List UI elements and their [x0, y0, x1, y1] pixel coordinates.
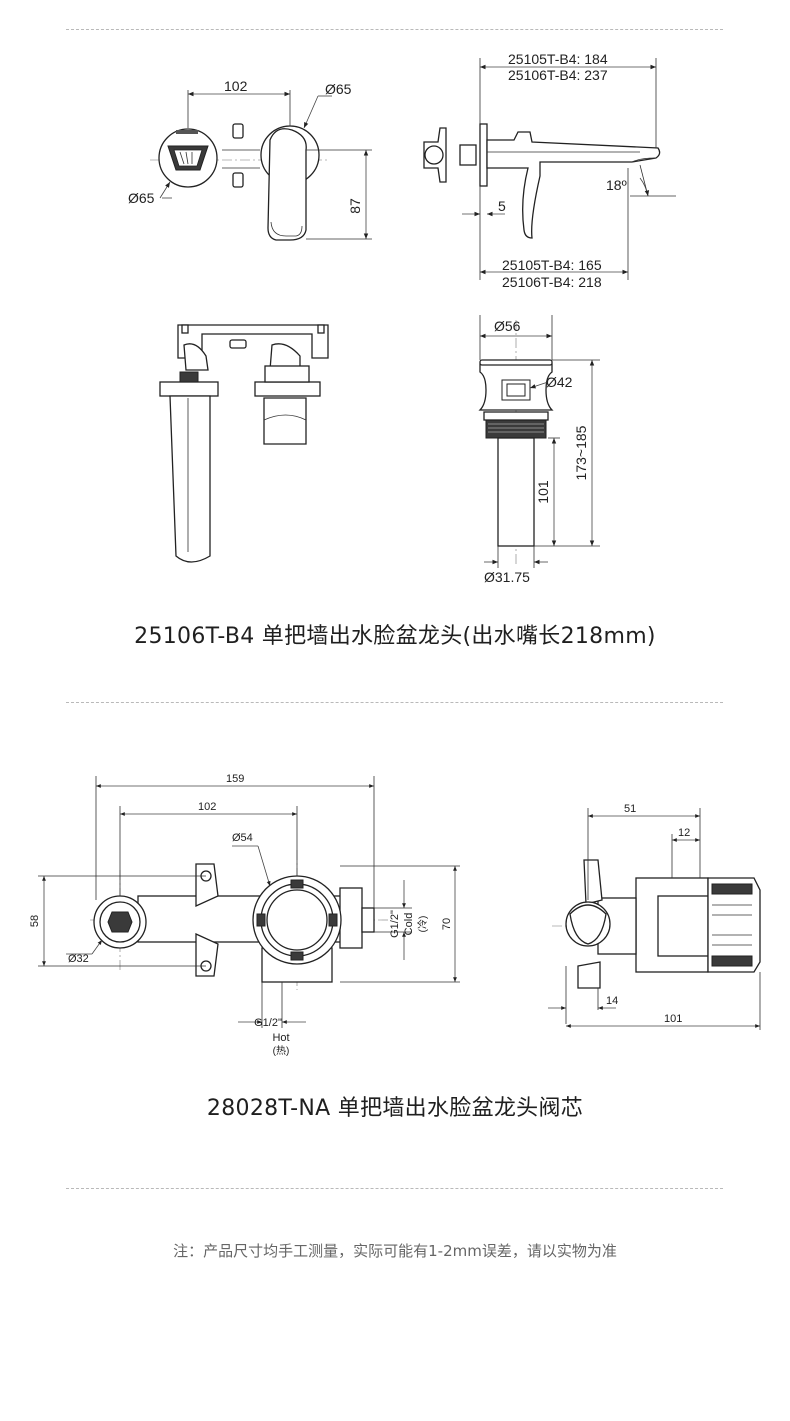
disclaimer-note: 注：产品尺寸均手工测量，实际可能有1-2mm误差，请以实物为准 [173, 1242, 617, 1260]
faucet-technical-drawing: 102 Ø65 Ø65 87 25105T-B4: 184 25106T-B4:… [128, 51, 676, 585]
dim-14-label: 14 [606, 995, 618, 1007]
dim-159-label: 159 [226, 773, 244, 785]
side-top-dim-1: 25105T-B4: 184 [508, 51, 608, 67]
dim-102-valve-label: 102 [198, 801, 216, 813]
valve-side-view: 51 12 14 101 [548, 803, 761, 1030]
dim-102-label: 102 [224, 78, 248, 94]
divider-top [66, 29, 723, 30]
angle-18-label: 18º [606, 177, 627, 193]
side-bot-dim-1: 25105T-B4: 165 [502, 257, 602, 273]
drain-view: Ø56 Ø42 173~185 101 Ø31.75 [478, 315, 600, 585]
cold-en-label: Cold [403, 913, 415, 936]
side-top-dim-2: 25106T-B4: 237 [508, 67, 608, 83]
dim-65-top-label: Ø65 [325, 81, 352, 97]
dim-65-left-label: Ø65 [128, 190, 155, 206]
divider-bottom [66, 1188, 723, 1189]
dim-51-label: 51 [624, 803, 636, 815]
front-view: 102 Ø65 Ø65 87 [128, 78, 372, 241]
cold-cn-label: (冷) [416, 916, 429, 933]
divider-middle [66, 702, 723, 703]
dim-101-label: 101 [535, 480, 551, 504]
dim-31-75-label: Ø31.75 [484, 569, 530, 585]
dim-101-valve-label: 101 [664, 1013, 682, 1025]
side-view: 25105T-B4: 184 25106T-B4: 237 25105T-B4:… [423, 51, 676, 290]
dim-56-label: Ø56 [494, 318, 521, 334]
caption-section-2: 28028T-NA 单把墙出水脸盆龙头阀芯 [206, 1096, 584, 1121]
dim-5-label: 5 [498, 198, 506, 214]
dim-173-185-label: 173~185 [573, 425, 589, 480]
g-hot-label: G1/2" [254, 1017, 282, 1029]
caption-section-1: 25106T-B4 单把墙出水脸盆龙头(出水嘴长218mm) [134, 624, 656, 649]
bottom-view [159, 324, 329, 563]
g-cold-label: G1/2" [389, 910, 401, 938]
valve-front-view: 159 102 Ø54 58 Ø32 70 G1/2" Cold (冷) G1/… [29, 773, 460, 1057]
dim-58-label: 58 [29, 915, 41, 927]
dim-70-label: 70 [441, 918, 453, 930]
hot-cn-label: (热) [273, 1044, 290, 1057]
dim-87-label: 87 [347, 198, 363, 214]
side-bot-dim-2: 25106T-B4: 218 [502, 274, 602, 290]
hot-en-label: Hot [272, 1032, 289, 1044]
dim-12-label: 12 [678, 827, 690, 839]
dim-42-label: Ø42 [546, 374, 573, 390]
dim-32-label: Ø32 [68, 953, 89, 965]
dim-54-label: Ø54 [232, 832, 253, 844]
valve-technical-drawing: 159 102 Ø54 58 Ø32 70 G1/2" Cold (冷) G1/… [29, 773, 761, 1057]
